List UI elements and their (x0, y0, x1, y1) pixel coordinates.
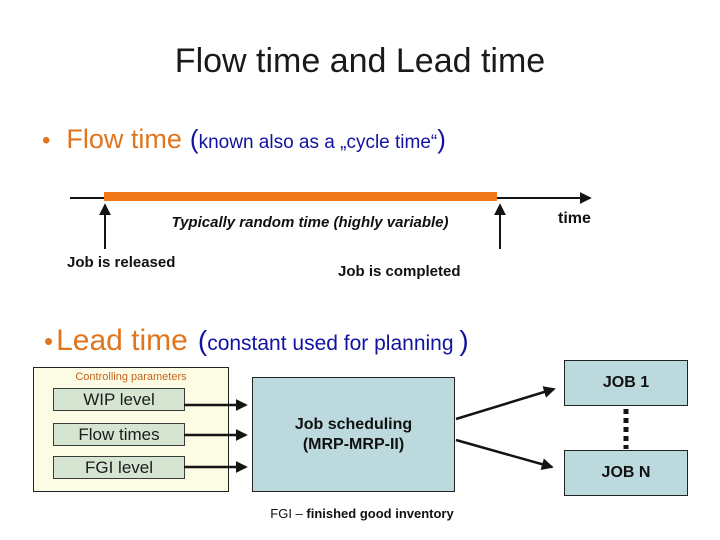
job-completed-label: Job is completed (338, 263, 461, 280)
lead-time-term: Lead time (56, 324, 188, 357)
fgi-footnote: FGI – finished good inventory (222, 506, 502, 521)
job-released-label: Job is released (67, 254, 176, 271)
flow-time-bar (104, 192, 497, 201)
flow-time-note: known also as a „cycle time“ (198, 132, 438, 153)
flow-paren-close: ) (437, 124, 446, 154)
bullet-icon: • (42, 127, 51, 154)
job-scheduling-line1: Job scheduling (294, 415, 413, 433)
parameter-box-fgi-level: FGI level (53, 456, 185, 479)
bullet-lead-time: • Lead time ( constant used for planning… (44, 324, 469, 358)
job-scheduling-line2: (MRP-MRP-II) (302, 435, 405, 453)
job-scheduling-box: Job scheduling (MRP-MRP-II) (252, 377, 455, 492)
scheduler-to-jobn-arrow (455, 438, 554, 471)
timeline-axis-label: time (558, 210, 591, 227)
lead-time-note: constant used for planning (207, 332, 460, 355)
parameter-box-flow-times: Flow times (53, 423, 185, 446)
bullet-icon: • (44, 326, 54, 356)
slide-title: Flow time and Lead time (174, 42, 546, 80)
timeline-caption: Typically random time (highly variable) (171, 214, 449, 231)
job-n-box: JOB N (564, 450, 688, 496)
fgi-footnote-prefix: FGI – (270, 506, 307, 521)
controlling-parameters-title: Controlling parameters (75, 371, 187, 383)
flow-paren-open: ( (189, 124, 199, 154)
bullet-flow-time: • Flow time ( known also as a „cycle tim… (42, 124, 446, 155)
scheduler-to-job1-arrow (455, 386, 556, 421)
job-1-box: JOB 1 (564, 360, 688, 406)
flow-time-term: Flow time (66, 124, 182, 154)
lead-paren-close: ) (459, 325, 469, 356)
parameter-box-wip-level: WIP level (53, 388, 185, 411)
lead-paren-open: ( (197, 325, 208, 356)
fgi-footnote-text: finished good inventory (306, 506, 454, 521)
